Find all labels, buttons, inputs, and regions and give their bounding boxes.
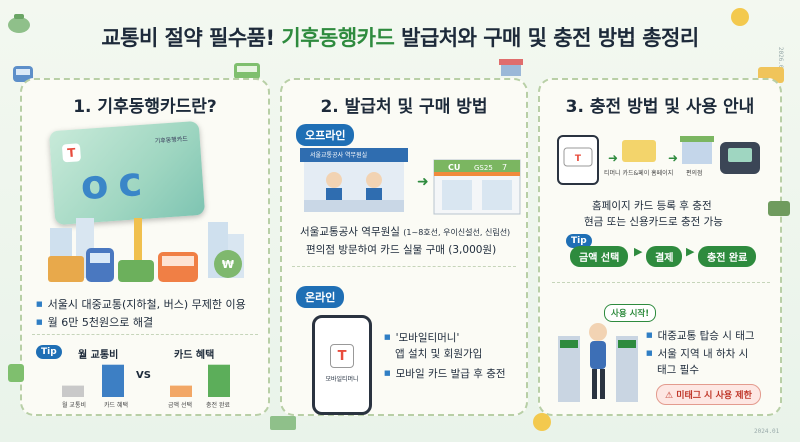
bar-right-2 xyxy=(208,364,230,397)
bus-stop-icon xyxy=(8,364,24,382)
arrow-right-icon: ▶ xyxy=(686,245,695,258)
card-graphic: oc xyxy=(79,158,154,210)
arrow-right-icon: ➜ xyxy=(417,174,429,190)
compare-left-label-2: 카드 혜택 xyxy=(104,402,128,409)
bar-left-2 xyxy=(102,364,124,397)
section2-title: 2. 발급처 및 구매 방법 xyxy=(320,97,488,117)
page-title: 교통비 절약 필수품! 기후동행카드 발급처와 구매 및 충전 방법 총정리 xyxy=(0,22,800,52)
money-icon xyxy=(270,416,296,430)
store-icon xyxy=(499,59,523,76)
app-name: 모바일티머니 xyxy=(325,376,359,383)
coin-icon xyxy=(533,413,551,431)
compare-right-label-1: 금액 선택 xyxy=(168,402,192,409)
money-bag-icon xyxy=(8,14,30,33)
svg-text:➜: ➜ xyxy=(668,151,678,165)
divider xyxy=(292,266,516,267)
section3-title: 3. 충전 방법 및 사용 안내 xyxy=(565,97,755,117)
svg-text:GS25: GS25 xyxy=(474,164,493,172)
online-label: 온라인 xyxy=(296,286,345,308)
title-part-1: 교통비 절약 필수품! xyxy=(101,26,275,50)
online-bullet-2: 모바일 카드 발급 후 충전 xyxy=(384,366,506,381)
svg-text:➜: ➜ xyxy=(608,151,618,165)
gate-tagging-illustration xyxy=(558,323,638,402)
bar-left-1 xyxy=(62,385,84,397)
warning-icon: ⚠ xyxy=(665,391,677,401)
station-office-illustration xyxy=(300,148,408,212)
tip-badge: Tip xyxy=(36,345,62,359)
section1-title: 1. 기후동행카드란? xyxy=(73,97,217,117)
flow-label-store: 편의점 xyxy=(686,170,703,177)
section3-text-1: 홈페이지 카드 등록 후 충전 xyxy=(592,200,712,212)
section3-bullet-1: 대중교통 탑승 시 태그 xyxy=(646,328,755,343)
warning-badge: ⚠ 미태그 시 사용 제한 xyxy=(656,384,761,405)
arrow-right-icon: ▶ xyxy=(634,245,643,258)
date-stamp-bottom: 2024.01 xyxy=(754,428,780,435)
section3-text-2: 현금 또는 신용카드로 충전 가능 xyxy=(584,216,723,228)
offline-text-1-main: 서울교통공사 역무원실 xyxy=(300,226,400,238)
offline-label: 오프라인 xyxy=(296,124,355,146)
flow-label-homepage: 티머니 카드&페이 홈페이지 xyxy=(604,170,674,177)
online-bullet-1-cont: 앱 설치 및 회원가입 xyxy=(395,348,483,360)
station-sign: 서울교통공사 역무원실 xyxy=(310,152,368,159)
svg-text:7: 7 xyxy=(502,163,507,172)
divider xyxy=(32,334,258,335)
speech-bubble: 사용 시작! xyxy=(604,304,657,322)
compare-left-label-1: 월 교통비 xyxy=(62,402,86,409)
vs-label: VS xyxy=(136,370,151,381)
compare-right-title: 카드 혜택 xyxy=(174,350,215,361)
online-bullet-1: '모바일티머니' xyxy=(384,330,460,345)
title-highlight: 기후동행카드 xyxy=(281,26,395,50)
city-transport-illustration: ₩ xyxy=(48,218,244,282)
compare-left-title: 월 교통비 xyxy=(78,350,119,361)
step-complete: 충전 완료 xyxy=(698,246,757,267)
card-logo: T xyxy=(61,143,82,163)
wallet-icon xyxy=(768,201,790,216)
section1-bullet-1: 서울시 대중교통(지하철, 버스) 무제한 이용 xyxy=(36,296,246,312)
comparison-bars xyxy=(62,364,230,397)
section3-bullet-2-cont: 태그 필수 xyxy=(657,364,699,376)
title-part-2: 발급처와 구매 및 충전 방법 총정리 xyxy=(401,26,699,50)
phone-illustration: T 모바일티머니 xyxy=(312,315,372,415)
offline-text-1-lines: (1~8호선, 우이신설선, 신림선) xyxy=(403,228,511,237)
convenience-store-illustration: CU GS25 7 xyxy=(433,159,521,215)
offline-text-1: 서울교통공사 역무원실 (1~8호선, 우이신설선, 신림선) xyxy=(300,224,510,239)
bus-icon xyxy=(234,63,260,79)
divider xyxy=(552,282,770,283)
section3-bullet-2: 서울 지역 내 하차 시 xyxy=(646,346,749,361)
compare-right-label-2: 충전 완료 xyxy=(206,402,230,409)
step-payment: 결제 xyxy=(646,246,683,267)
coin-icon xyxy=(731,8,749,26)
warning-text: 미태그 시 사용 제한 xyxy=(676,391,752,401)
card-brand: 기후동행카드 xyxy=(154,135,189,145)
offline-text-2: 편의점 방문하여 카드 실물 구매 (3,000원) xyxy=(306,244,497,256)
svg-text:₩: ₩ xyxy=(222,258,234,271)
step-amount: 금액 선택 xyxy=(570,246,629,267)
bar-right-1 xyxy=(170,385,192,397)
section1-bullet-2: 월 6만 5천원으로 해결 xyxy=(36,314,153,330)
svg-text:T: T xyxy=(575,154,582,164)
tip-badge-2: Tip xyxy=(566,234,592,248)
tmoney-app-icon: T xyxy=(330,344,354,368)
charge-flow-illustration: T ➜ ➜ xyxy=(557,135,760,185)
svg-text:CU: CU xyxy=(448,163,460,172)
